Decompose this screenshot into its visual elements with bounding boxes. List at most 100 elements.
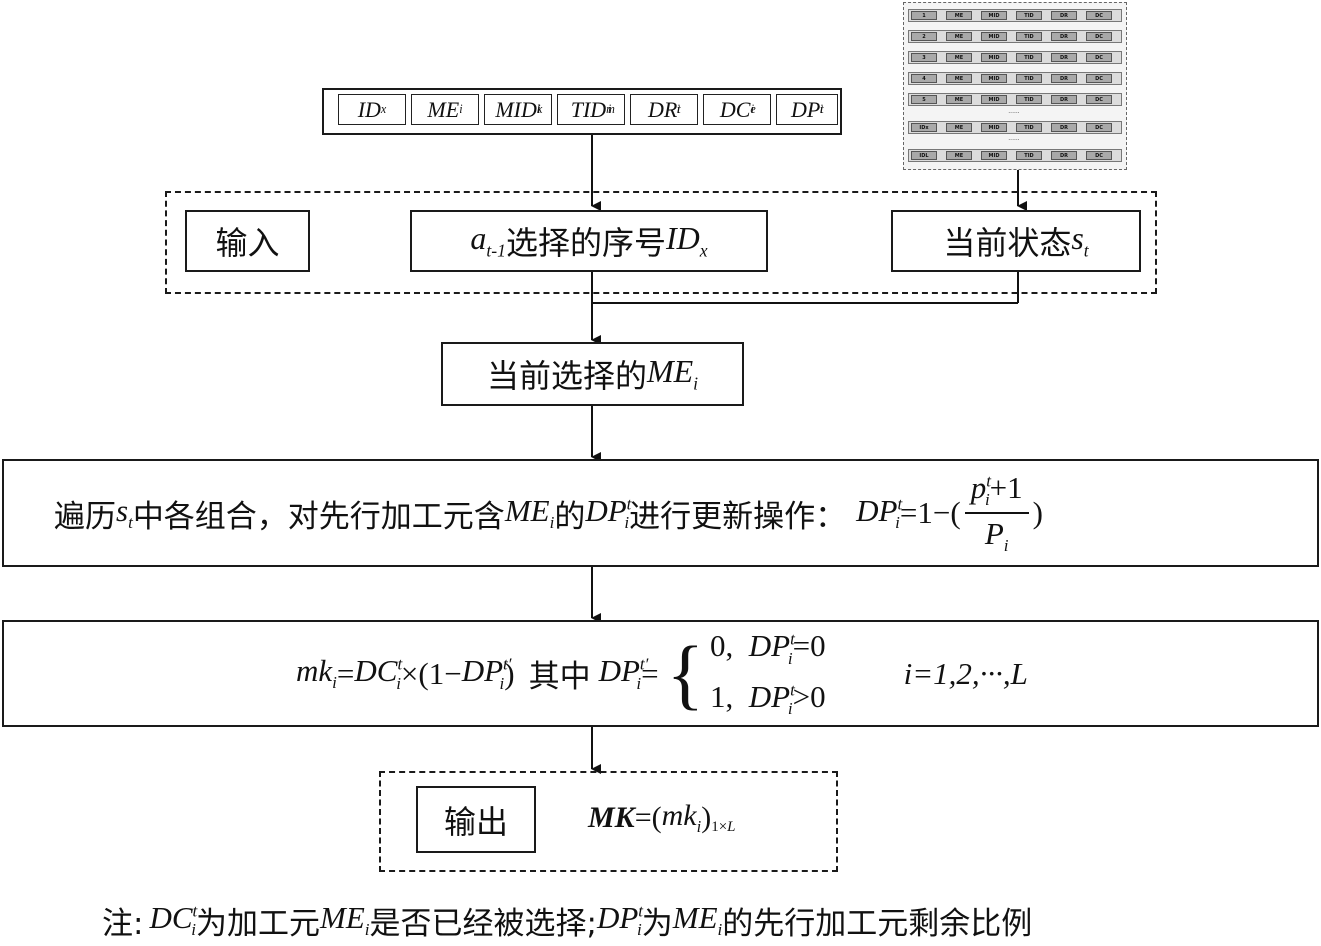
dp-prime-lhs: DPt′i (598, 653, 649, 693)
row-cell: DR (1051, 123, 1077, 132)
dp-var: DPti (585, 492, 632, 533)
note-part4: 的先行加工元剩余比例 (722, 905, 1033, 942)
row-id: IDL (911, 151, 937, 160)
row-cell: TID (1016, 53, 1042, 62)
update-box: 遍历 st 中各组合，对先行加工元含 MEi 的 DPti 进行更新操作： DP… (2, 459, 1319, 567)
ellipsis: ······ (1008, 110, 1020, 117)
row-cell: DC (1086, 32, 1112, 41)
update-text-a: 遍历 (54, 498, 116, 535)
fraction: pti+1 Pi (964, 470, 1029, 556)
note-part2: 是否已经被选择; (369, 905, 597, 942)
output-label-box: 输出 (416, 786, 536, 853)
row-cell: DR (1051, 95, 1077, 104)
state-row: 4 ME MID TID DR DC (908, 72, 1122, 85)
state-row: IDL ME MID TID DR DC (908, 149, 1122, 162)
dc-var: DCti (354, 653, 403, 693)
row-cell: DC (1086, 74, 1112, 83)
note-part3: 为 (641, 905, 673, 942)
input-label: 输入 (215, 224, 280, 262)
row-cell: TID (1016, 123, 1042, 132)
row-cell: TID (1016, 151, 1042, 160)
selected-index-box: at-1 选择的序号 IDx (410, 210, 768, 272)
row-cell: DC (1086, 95, 1112, 104)
row-id: 1 (911, 11, 937, 20)
mk-var: mki (296, 653, 337, 693)
output-group (379, 771, 838, 872)
row-cell: DR (1051, 151, 1077, 160)
cases: 0, DPti=0 1, DPti>0 (710, 628, 826, 718)
formula-rest: =1−( (899, 495, 961, 530)
row-cell: DR (1051, 32, 1077, 41)
me-var: MEi (646, 353, 699, 394)
note-part1: 为加工元 (196, 905, 320, 942)
row-cell: ME (946, 95, 972, 104)
input-group (165, 191, 1157, 294)
row-cell: ME (946, 74, 972, 83)
row-cell: TID (1016, 74, 1042, 83)
row-cell: DR (1051, 74, 1077, 83)
state-var: st (116, 492, 133, 533)
brace: { (666, 629, 705, 717)
row-cell: MID (981, 151, 1007, 160)
row-cell: MID (981, 53, 1007, 62)
row-cell: TID (1016, 11, 1042, 20)
me-var: MEi (320, 899, 370, 940)
row-cell: DR (1051, 53, 1077, 62)
dc-var: DCti (149, 899, 198, 940)
row-cell: DC (1086, 123, 1112, 132)
index-range: i=1,2,···,L (903, 655, 1028, 691)
me-var: MEi (672, 899, 723, 940)
update-text-b: 中各组合，对先行加工元含 (132, 498, 505, 535)
row-cell: TID (1016, 32, 1042, 41)
row-cell: DC (1086, 11, 1112, 20)
input-label-box: 输入 (185, 210, 310, 272)
formula-close: ) (1032, 495, 1043, 530)
state-row: 1 ME MID TID DR DC (908, 9, 1122, 22)
row-cell: ME (946, 11, 972, 20)
row-cell: DC (1086, 53, 1112, 62)
state-row: IDx ME MID TID DR DC (908, 121, 1122, 134)
row-id: 5 (911, 95, 937, 104)
selected-index-label: 选择的序号 (505, 224, 666, 262)
row-id: 2 (911, 32, 937, 41)
update-text-d: 进行更新操作： (629, 498, 847, 535)
case-value: 0, (710, 628, 734, 664)
row-cell: MID (981, 11, 1007, 20)
row-cell: MID (981, 32, 1007, 41)
row-cell: ME (946, 53, 972, 62)
row-cell: DR (1051, 11, 1077, 20)
row-cell: MID (981, 74, 1007, 83)
dp-var: DPti (596, 899, 644, 940)
current-me-label: 当前选择的 (486, 357, 647, 395)
row-cell: ME (946, 123, 972, 132)
update-text-c: 的 (554, 498, 586, 535)
output-label: 输出 (443, 802, 508, 841)
case-value: 1, (710, 678, 734, 714)
action-var: at-1 (470, 220, 506, 261)
state-table-thumbnail: 1 ME MID TID DR DC 2 ME MID TID DR DC 3 … (903, 2, 1127, 170)
row-cell: ME (946, 151, 972, 160)
where-label: 其中 (528, 659, 591, 695)
note-prefix: 注: (102, 905, 144, 942)
current-state-box: 当前状态 st (891, 210, 1141, 272)
row-id: 4 (911, 74, 937, 83)
me-var: MEi (504, 492, 555, 533)
state-row: 2 ME MID TID DR DC (908, 30, 1122, 43)
dp-formula: DPti (856, 492, 903, 533)
state-var: st (1071, 220, 1089, 261)
current-me-box: 当前选择的 MEi (441, 342, 744, 406)
id-var: IDx (665, 220, 708, 261)
mk-box: mki = DCti ×(1− DPt′i ) 其中 DPt′i = { 0, … (2, 620, 1319, 727)
row-id: IDx (911, 123, 937, 132)
row-cell: TID (1016, 95, 1042, 104)
state-row: 5 ME MID TID DR DC (908, 93, 1122, 106)
